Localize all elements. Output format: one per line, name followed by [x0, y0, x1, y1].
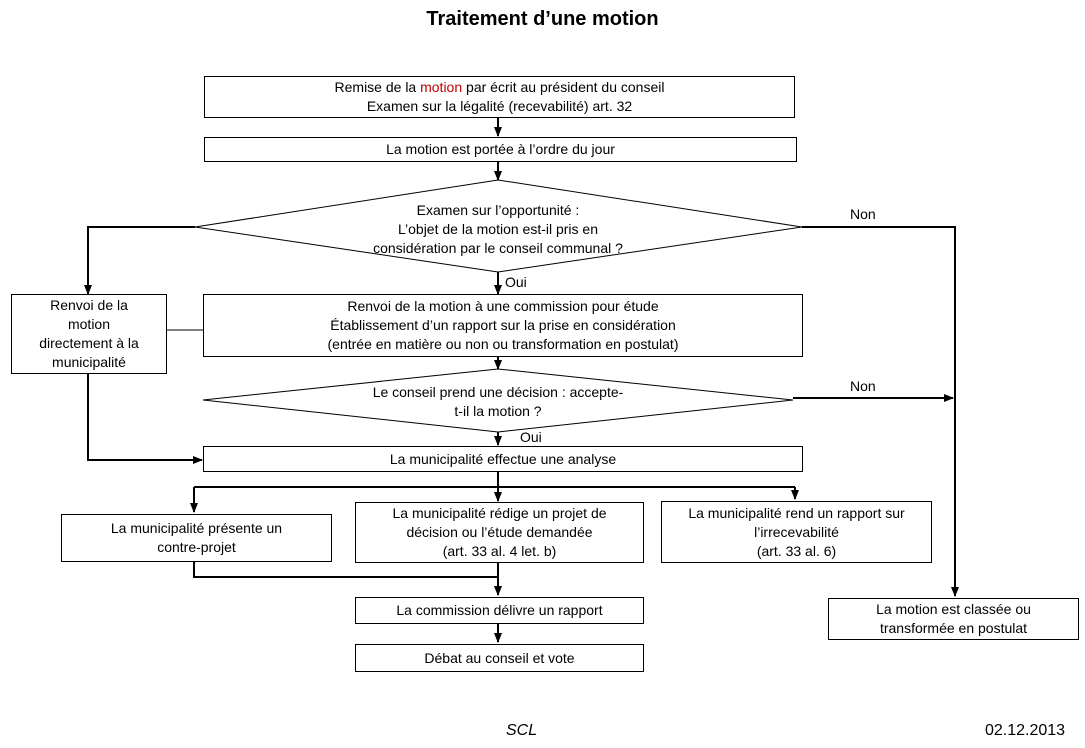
decision-opportunite-text: Examen sur l’opportunité : L’objet de la…: [373, 201, 623, 256]
page-title: Traitement d’une motion: [426, 8, 659, 30]
box-irrecevabilite: La municipalité rend un rapport sur l’ir…: [661, 501, 932, 563]
footer-date: 02.12.2013: [985, 722, 1066, 739]
box-projet-decision: La municipalité rédige un projet de déci…: [355, 502, 644, 563]
box-debat-vote: Débat au conseil et vote: [355, 644, 644, 672]
box-motion-classee: La motion est classée ou transformée en …: [828, 598, 1079, 640]
box-contre-projet: La municipalité présente un contre-proje…: [61, 514, 332, 562]
decision-acceptation-text: Le conseil prend une décision : accepte-…: [372, 384, 624, 419]
box-remise-line2: Examen sur la légalité (recevabilité) ar…: [366, 98, 633, 114]
box-remise-line1: Remise de la motion par écrit au préside…: [334, 79, 665, 95]
box-ordre-du-jour: La motion est portée à l’ordre du jour: [204, 137, 797, 162]
decision-diamond-acceptation: [202, 368, 794, 433]
label-non-1: Non: [850, 206, 876, 222]
footer-author: SCL: [506, 722, 538, 739]
box-renvoi-municipalite: Renvoi de la motion directement à la mun…: [11, 294, 167, 374]
box-analyse: La municipalité effectue une analyse: [203, 446, 803, 472]
decision-diamond-opportunite: [194, 179, 803, 273]
label-non-2: Non: [850, 378, 876, 394]
box-remise-motion: Remise de la motion par écrit au préside…: [204, 76, 795, 118]
label-oui-1: Oui: [505, 274, 527, 290]
highlight-motion: motion: [420, 79, 463, 95]
label-oui-2: Oui: [520, 429, 542, 445]
box-renvoi-commission: Renvoi de la motion à une commission pou…: [203, 294, 803, 357]
box-commission-rapport: La commission délivre un rapport: [355, 597, 644, 624]
